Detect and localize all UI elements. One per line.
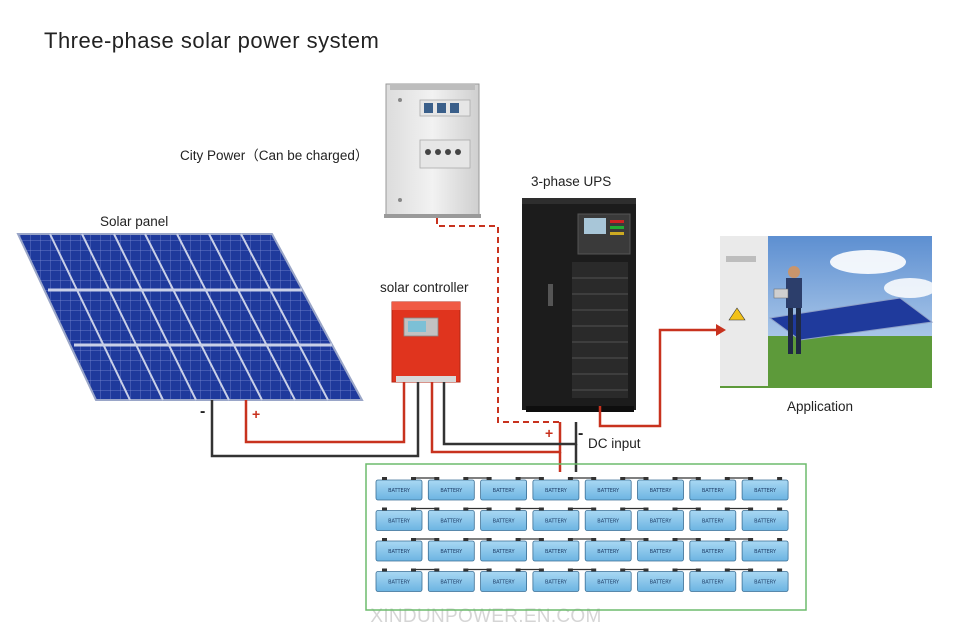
watermark-text: XINDUNPOWER.EN.COM bbox=[370, 606, 602, 627]
battery-cell: BATTERY bbox=[584, 568, 632, 592]
battery-cell-label: BATTERY bbox=[754, 488, 777, 494]
city-power-cabinet bbox=[384, 83, 481, 218]
battery-cell: BATTERY bbox=[532, 568, 580, 592]
battery-cell-label: BATTERY bbox=[597, 580, 620, 586]
battery-cell: BATTERY bbox=[480, 568, 528, 592]
ups-label: 3-phase UPS bbox=[531, 174, 612, 189]
battery-cell-label: BATTERY bbox=[388, 488, 411, 494]
battery-cell-label: BATTERY bbox=[545, 488, 568, 494]
battery-cell: BATTERY bbox=[741, 568, 789, 592]
battery-cell-label: BATTERY bbox=[702, 549, 725, 555]
battery-cell: BATTERY bbox=[584, 538, 632, 562]
panel-positive-sign: + bbox=[252, 406, 261, 422]
application-photo bbox=[720, 236, 936, 388]
battery-cell-label: BATTERY bbox=[545, 549, 568, 555]
battery-cell: BATTERY bbox=[637, 477, 684, 501]
dc-input-label: DC input bbox=[588, 436, 641, 451]
battery-cell: BATTERY bbox=[480, 507, 528, 531]
wiring bbox=[210, 324, 726, 472]
battery-cell: BATTERY bbox=[532, 507, 580, 531]
ups-cabinet bbox=[522, 198, 636, 412]
battery-cell-label: BATTERY bbox=[388, 549, 411, 555]
battery-cell: BATTERY bbox=[427, 568, 475, 592]
battery-cell: BATTERY bbox=[584, 507, 632, 531]
battery-cell-label: BATTERY bbox=[545, 580, 568, 586]
battery-cell: BATTERY bbox=[741, 477, 789, 501]
battery-cell-label: BATTERY bbox=[388, 519, 411, 525]
battery-cell-label: BATTERY bbox=[597, 519, 620, 525]
battery-cell-label: BATTERY bbox=[440, 488, 463, 494]
application-label: Application bbox=[787, 399, 854, 414]
battery-cell: BATTERY bbox=[375, 477, 423, 501]
solar-panel-array bbox=[16, 233, 364, 401]
battery-cell: BATTERY bbox=[741, 538, 789, 562]
battery-cell: BATTERY bbox=[480, 477, 528, 501]
battery-cell-label: BATTERY bbox=[440, 580, 463, 586]
battery-cell: BATTERY bbox=[375, 538, 423, 562]
battery-cell-label: BATTERY bbox=[388, 580, 411, 586]
battery-cell-label: BATTERY bbox=[650, 580, 673, 586]
dc-negative-sign: - bbox=[578, 425, 584, 442]
battery-cell: BATTERY bbox=[584, 477, 632, 501]
battery-cell: BATTERY bbox=[741, 507, 789, 531]
battery-bank: BATTERY BATTERY BATTERY BATTERY BATTERY BATTE… bbox=[375, 477, 789, 592]
battery-cell: BATTERY bbox=[427, 507, 475, 531]
panel-negative-sign: - bbox=[200, 403, 206, 420]
battery-cell-label: BATTERY bbox=[545, 519, 568, 525]
battery-cell: BATTERY bbox=[375, 507, 423, 531]
battery-cell-label: BATTERY bbox=[440, 519, 463, 525]
battery-bank-frame bbox=[365, 463, 807, 611]
battery-cell-label: BATTERY bbox=[754, 549, 777, 555]
diagram-title: Three-phase solar power system bbox=[44, 28, 380, 53]
battery-cell-label: BATTERY bbox=[493, 519, 516, 525]
solar-controller bbox=[391, 301, 461, 383]
battery-cell: BATTERY bbox=[427, 477, 475, 501]
battery-cell-label: BATTERY bbox=[493, 488, 516, 494]
solar-panel-label: Solar panel bbox=[100, 214, 169, 229]
battery-cell-label: BATTERY bbox=[650, 488, 673, 494]
battery-cell-label: BATTERY bbox=[597, 549, 620, 555]
battery-cell: BATTERY bbox=[480, 538, 528, 562]
city-power-feed-line bbox=[436, 218, 560, 423]
battery-cell-label: BATTERY bbox=[702, 488, 725, 494]
battery-cell: BATTERY bbox=[689, 507, 737, 531]
battery-cell: BATTERY bbox=[532, 538, 580, 562]
battery-cell-label: BATTERY bbox=[493, 580, 516, 586]
battery-cell-label: BATTERY bbox=[493, 549, 516, 555]
battery-cell: BATTERY bbox=[375, 568, 423, 592]
battery-cell-label: BATTERY bbox=[754, 580, 777, 586]
battery-cell: BATTERY bbox=[427, 538, 475, 562]
battery-cell-label: BATTERY bbox=[702, 580, 725, 586]
battery-cell-label: BATTERY bbox=[650, 519, 673, 525]
battery-cell: BATTERY bbox=[637, 568, 684, 592]
battery-cell: BATTERY bbox=[637, 538, 684, 562]
battery-cell-label: BATTERY bbox=[754, 519, 777, 525]
city-power-label: City Power（Can be charged） bbox=[180, 148, 369, 163]
battery-cell: BATTERY bbox=[689, 477, 737, 501]
battery-cell-label: BATTERY bbox=[702, 519, 725, 525]
battery-cell: BATTERY bbox=[689, 568, 737, 592]
battery-cell-label: BATTERY bbox=[440, 549, 463, 555]
battery-cell-label: BATTERY bbox=[650, 549, 673, 555]
battery-cell: BATTERY bbox=[532, 477, 580, 501]
solar-controller-label: solar controller bbox=[380, 280, 469, 295]
battery-cell: BATTERY bbox=[637, 507, 684, 531]
dc-positive-sign: + bbox=[545, 425, 554, 441]
battery-cell: BATTERY bbox=[689, 538, 737, 562]
battery-cell-label: BATTERY bbox=[597, 488, 620, 494]
